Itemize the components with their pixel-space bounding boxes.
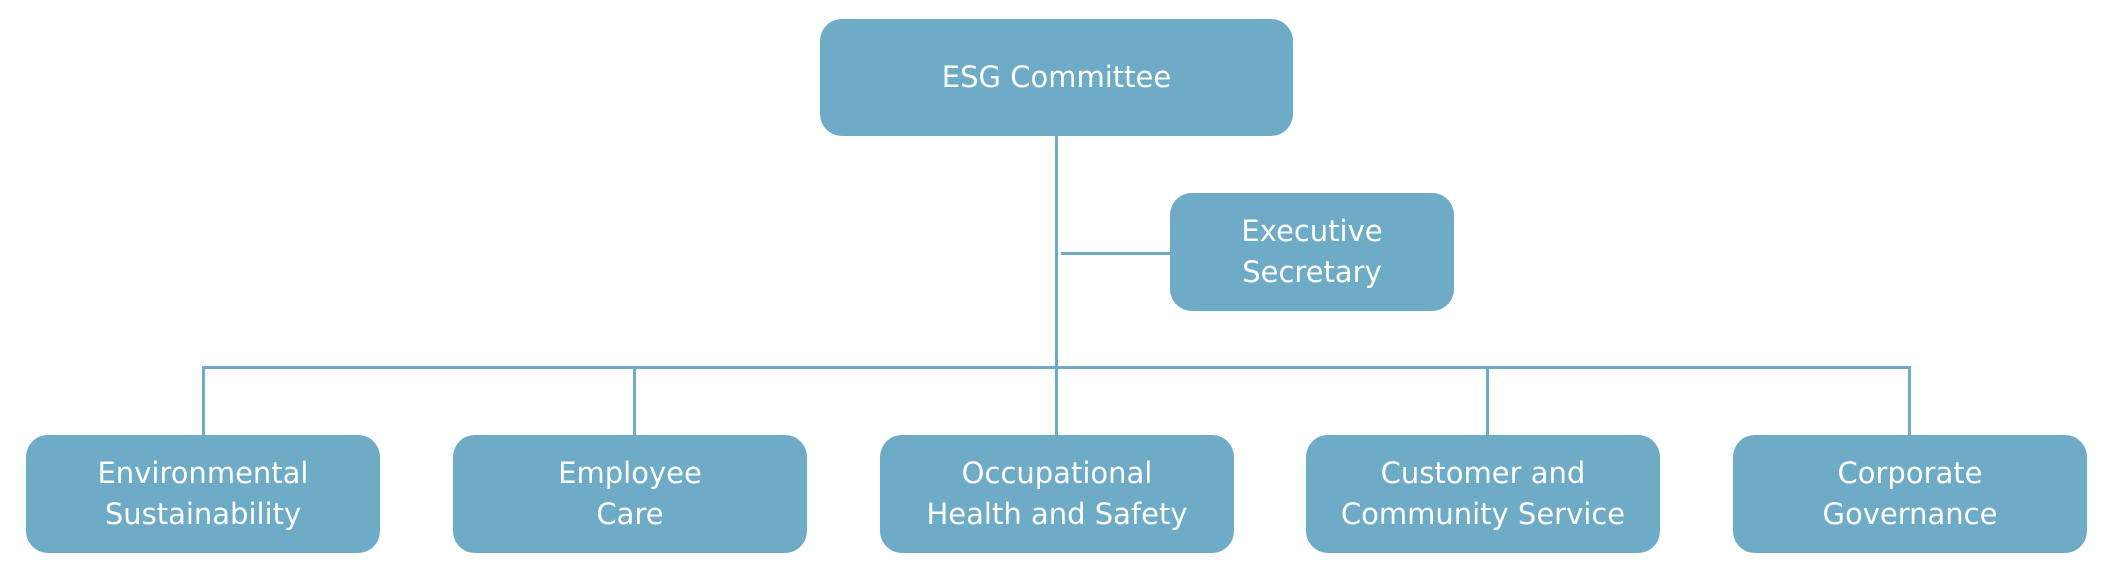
children-bus-line — [202, 366, 1911, 369]
child-connector — [202, 366, 205, 436]
node-employee-care: Employee Care — [453, 435, 807, 553]
node-label: Corporate — [1837, 456, 1983, 490]
node-label: Governance — [1822, 497, 1998, 531]
node-label: ESG Committee — [941, 60, 1172, 94]
node-label: Secretary — [1242, 255, 1382, 289]
secretary-branch-line — [1061, 252, 1171, 255]
node-label: Community Service — [1340, 497, 1626, 531]
node-label: Customer and — [1380, 456, 1586, 490]
node-label: Environmental — [97, 456, 309, 490]
node-corporate-governance: Corporate Governance — [1733, 435, 2087, 553]
node-label: Occupational — [961, 456, 1153, 490]
node-label: Health and Safety — [926, 497, 1188, 531]
child-connector — [1486, 366, 1489, 436]
node-label: Executive — [1241, 214, 1383, 248]
node-label: Sustainability — [104, 497, 302, 531]
node-environmental-sustainability: Environmental Sustainability — [26, 435, 380, 553]
node-customer-community-service: Customer and Community Service — [1306, 435, 1660, 553]
node-label: Care — [596, 497, 664, 531]
node-esg-committee: ESG Committee — [820, 19, 1293, 136]
root-trunk-line — [1055, 136, 1058, 436]
child-connector — [1908, 366, 1911, 436]
child-connector — [633, 366, 636, 436]
node-executive-secretary: Executive Secretary — [1170, 193, 1454, 311]
node-label: Employee — [558, 456, 702, 490]
node-occupational-health-safety: Occupational Health and Safety — [880, 435, 1234, 553]
